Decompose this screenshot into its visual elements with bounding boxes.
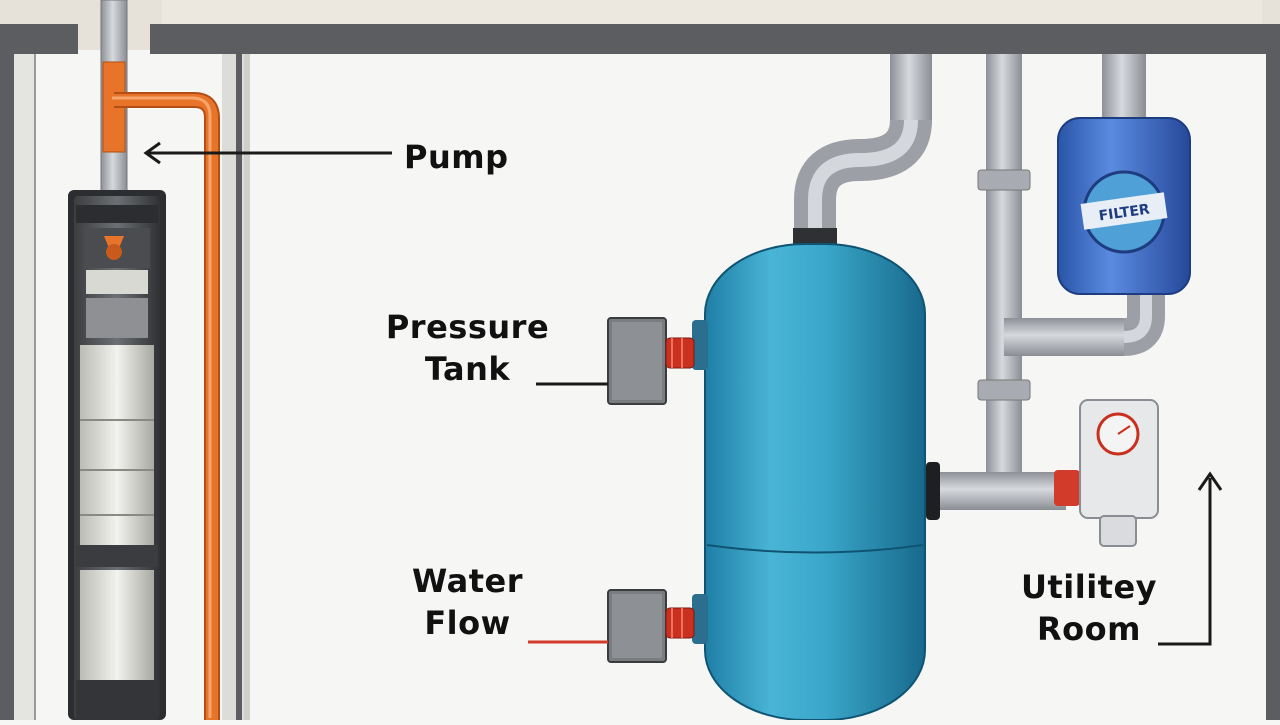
utility-room-label: Utilitey Room xyxy=(1012,566,1166,650)
pressure-switch-lower-icon xyxy=(607,589,695,663)
pressure-tank-label: Pressure Tank xyxy=(370,306,565,390)
pressure-switch-upper-icon xyxy=(607,317,695,405)
pump-label: Pump xyxy=(404,136,508,178)
overhead-piping xyxy=(793,54,1165,510)
pressure-tank-label-line1: Pressure xyxy=(385,308,550,346)
pressure-tank-label-line2: Tank xyxy=(424,350,511,388)
pump-label-text: Pump xyxy=(404,138,509,176)
utility-room-arrow-icon xyxy=(1158,471,1223,646)
pressure-gauge-icon xyxy=(1054,399,1159,547)
utility-room-label-line1: Utilitey xyxy=(1020,568,1158,606)
pump-unit-icon xyxy=(68,190,166,720)
water-flow-label: Water Flow xyxy=(400,560,535,644)
pressure-tank-icon xyxy=(692,243,940,721)
filter-label: FILTER xyxy=(1098,201,1151,224)
well-pipes xyxy=(100,0,220,720)
water-flow-label-line2: Flow xyxy=(424,604,511,642)
filter-housing-icon: FILTER xyxy=(1057,117,1191,295)
pump-pointer-arrow-icon xyxy=(143,141,392,165)
water-flow-label-line1: Water xyxy=(411,562,524,600)
utility-room-label-line2: Room xyxy=(1037,610,1141,648)
